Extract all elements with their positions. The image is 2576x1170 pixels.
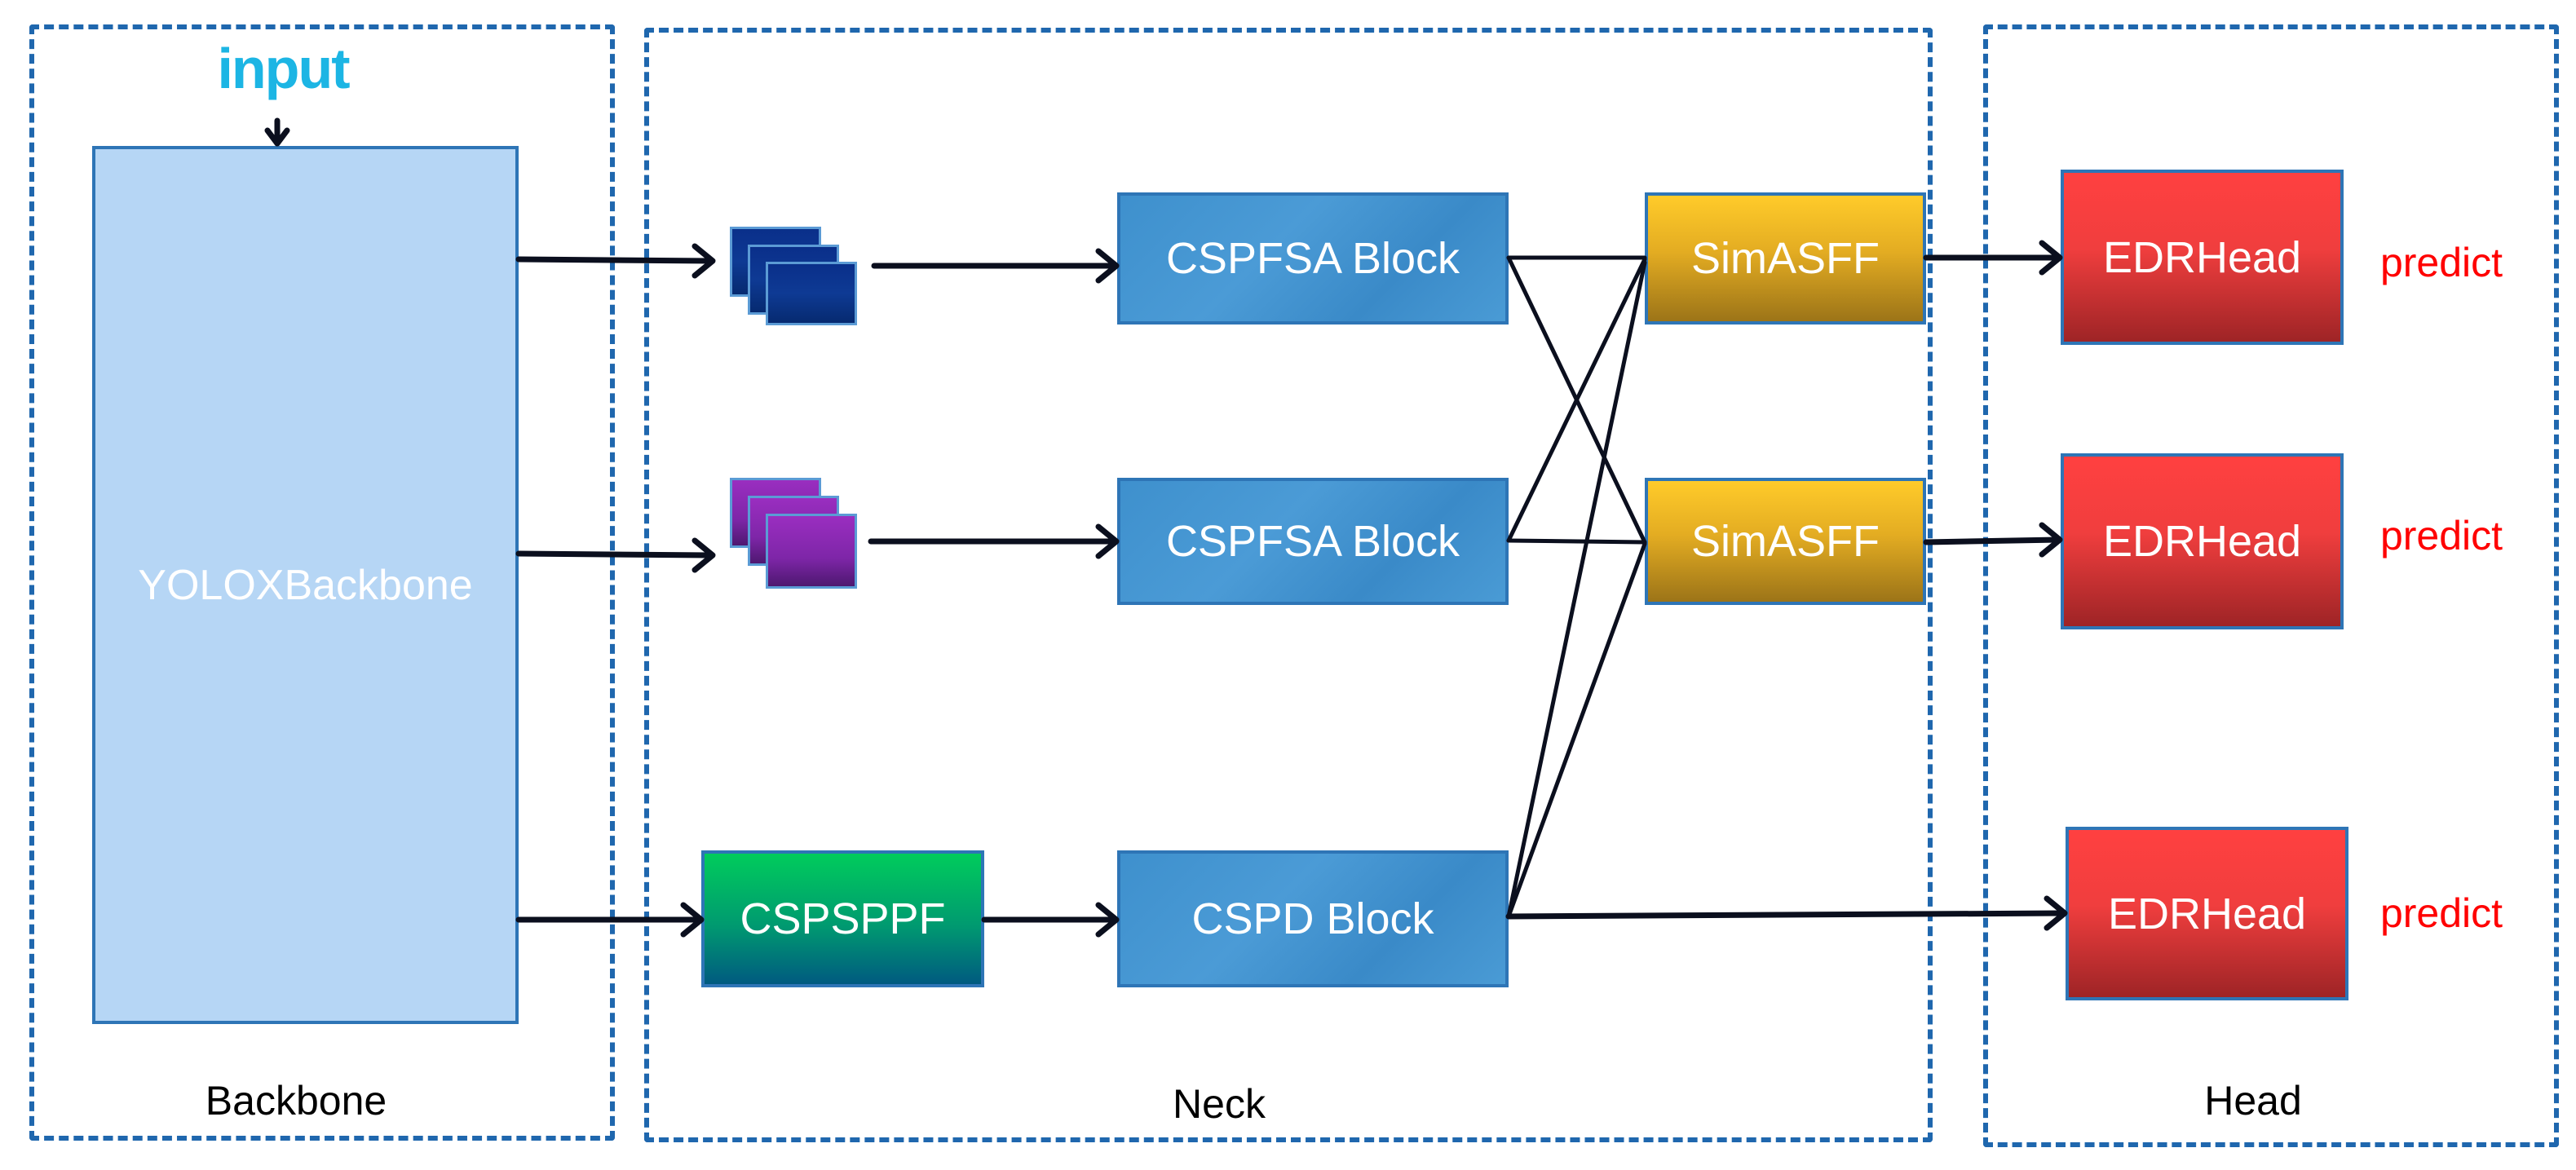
edrhead-block-3-label: EDRHead	[2107, 889, 2307, 938]
arrowhead	[1095, 902, 1120, 938]
cspfsa-block-1: CSPFSA Block	[1117, 192, 1509, 325]
feature-map-layer	[766, 514, 857, 589]
edrhead-block-2-label: EDRHead	[2102, 517, 2302, 566]
cspsppf-block-label: CSPSPPF	[740, 894, 946, 943]
simasff-block-2: SimASFF	[1645, 478, 1926, 605]
neck-region	[644, 28, 1933, 1142]
backbone-region	[29, 24, 615, 1141]
arrowhead	[2039, 240, 2063, 276]
input-label: input	[217, 37, 350, 100]
simasff-block-2-label: SimASFF	[1690, 517, 1880, 566]
simasff-block-1: SimASFF	[1645, 192, 1926, 325]
yolox-backbone-label: YOLOXBackbone	[138, 561, 473, 609]
cspd-to-simasff2-line	[1506, 541, 1647, 919]
arrowhead	[680, 902, 705, 938]
arrowhead	[1095, 523, 1120, 559]
arrowhead	[691, 537, 716, 573]
cspfsa-block-1-label: CSPFSA Block	[1165, 234, 1460, 283]
predict-label-3: predict	[2379, 890, 2503, 936]
edrhead-block-2: EDRHead	[2061, 453, 2344, 629]
backbone-to-stack1-line	[515, 256, 714, 264]
cspsppf-block: CSPSPPF	[701, 850, 984, 987]
arrowhead	[2039, 522, 2063, 558]
arrowhead	[264, 127, 290, 147]
cspfsa-block-2-label: CSPFSA Block	[1165, 517, 1460, 566]
backbone-region-label: Backbone	[205, 1078, 387, 1124]
head-region	[1983, 24, 2559, 1147]
predict-label-2: predict	[2379, 513, 2503, 559]
cspd-to-simasff1-line	[1506, 260, 1647, 919]
cspfsa2-to-simasff2-line	[1506, 538, 1647, 545]
neck-region-label: Neck	[1173, 1081, 1266, 1127]
feature-map-layer	[766, 262, 857, 325]
yolox-backbone-block: YOLOXBackbone	[92, 146, 519, 1024]
arrowhead	[691, 243, 716, 279]
simasff-block-1-label: SimASFF	[1690, 234, 1880, 283]
cspd-to-edrhead3-line	[1505, 910, 2066, 920]
backbone-to-stack2-line	[515, 550, 714, 559]
arrowhead	[1095, 248, 1120, 284]
edrhead-block-1: EDRHead	[2061, 170, 2344, 345]
cspd-block: CSPD Block	[1117, 850, 1509, 987]
cspfsa2-to-simasff1-line	[1506, 257, 1647, 543]
head-region-label: Head	[2204, 1078, 2302, 1124]
edrhead-block-3: EDRHead	[2066, 827, 2348, 1000]
simasff2-to-edrhead2-line	[1923, 536, 2061, 545]
predict-label-1: predict	[2379, 240, 2503, 285]
cspd-block-label: CSPD Block	[1191, 894, 1434, 943]
arrowhead	[2044, 895, 2068, 931]
edrhead-block-1-label: EDRHead	[2102, 232, 2302, 282]
